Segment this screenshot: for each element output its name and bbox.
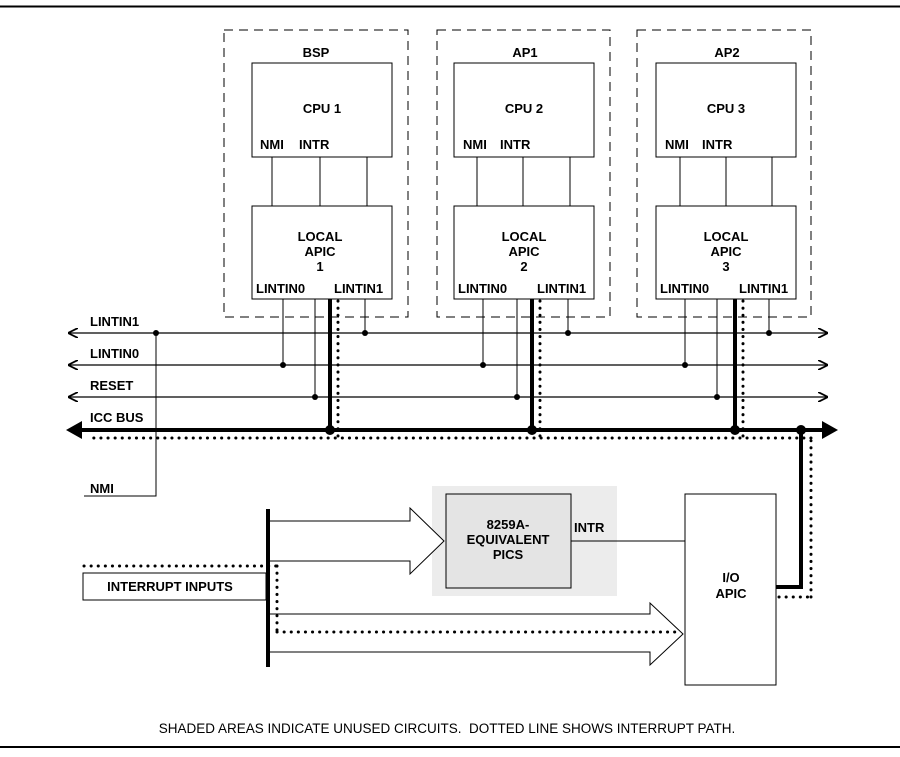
local-apic-box: [251, 205, 393, 300]
intr-pin-label: INTR: [702, 137, 733, 152]
cpu-box: [251, 62, 393, 158]
processor-group-ap2: AP2 CPU 3 NMI INTR LOCAL APIC 3 LINTIN0 …: [636, 29, 812, 318]
apic-label-line2: APIC: [508, 244, 540, 259]
intr-pin-label: INTR: [500, 137, 531, 152]
cpu-label: CPU 3: [707, 101, 745, 116]
apic-label-line2: APIC: [710, 244, 742, 259]
bus-label-lintin1: LINTIN1: [90, 314, 139, 329]
interrupt-inputs-box: [82, 572, 267, 601]
bus-label-lintin0: LINTIN0: [90, 346, 139, 361]
arrow-to-io-apic: [270, 601, 684, 667]
pic-box: [445, 493, 572, 589]
nmi-pin-label: NMI: [260, 137, 284, 152]
nmi-line: [84, 333, 157, 497]
bus-label-icc: ICC BUS: [90, 410, 144, 425]
bus-label-nmi: NMI: [90, 481, 114, 496]
bus-lines: LINTIN1 LINTIN0 RESET ICC BUS NMI: [66, 314, 838, 497]
interrupt-inputs-label: INTERRUPT INPUTS: [107, 579, 233, 594]
group-dashed-box: [436, 29, 611, 318]
local-apic-box: [655, 205, 797, 300]
io-apic-icc-connection: [776, 430, 803, 589]
nmi-pin-label: NMI: [665, 137, 689, 152]
apic-label-line1: LOCAL: [298, 229, 343, 244]
group-label: AP2: [714, 45, 739, 60]
io-apic-box: [684, 493, 777, 686]
pic-intr-label: INTR: [574, 520, 605, 535]
apic-connections: [282, 299, 770, 430]
lintin0-pin-label: LINTIN0: [458, 281, 507, 296]
group-label: AP1: [512, 45, 537, 60]
io-apic-label-line2: APIC: [715, 586, 747, 601]
pic-label-line3: PICS: [493, 547, 524, 562]
apic-label-line3: 3: [722, 259, 729, 274]
lintin1-pin-label: LINTIN1: [739, 281, 788, 296]
cpu-box: [453, 62, 595, 158]
lintin1-pin-label: LINTIN1: [334, 281, 383, 296]
junction-dots: [280, 330, 806, 435]
intr-pin-label: INTR: [299, 137, 330, 152]
arrow-to-pic: [270, 506, 445, 576]
lintin1-pin-label: LINTIN1: [537, 281, 586, 296]
figure-caption: SHADED AREAS INDICATE UNUSED CIRCUITS. D…: [159, 721, 736, 736]
io-apic-label-line1: I/O: [722, 570, 739, 585]
cpu-label: CPU 1: [303, 101, 341, 116]
group-dashed-box: [636, 29, 812, 318]
pic-label-line1: 8259A-: [487, 517, 530, 532]
local-apic-box: [453, 205, 595, 300]
cpu-label: CPU 2: [505, 101, 543, 116]
lintin0-pin-label: LINTIN0: [256, 281, 305, 296]
apic-label-line1: LOCAL: [704, 229, 749, 244]
apic-label-line3: 2: [520, 259, 527, 274]
icc-bus-arrowhead-left: [66, 421, 82, 439]
apic-label-line1: LOCAL: [502, 229, 547, 244]
pic-label-line2: EQUIVALENT: [467, 532, 550, 547]
processor-group-ap1: AP1 CPU 2 NMI INTR LOCAL APIC 2 LINTIN0 …: [436, 29, 611, 318]
bus-label-reset: RESET: [90, 378, 133, 393]
group-dashed-box: [223, 29, 409, 318]
group-label: BSP: [303, 45, 330, 60]
apic-label-line2: APIC: [304, 244, 336, 259]
nmi-pin-label: NMI: [463, 137, 487, 152]
icc-bus-arrowhead-right: [822, 421, 838, 439]
cpu-box: [655, 62, 797, 158]
lintin0-pin-label: LINTIN0: [660, 281, 709, 296]
apic-label-line3: 1: [316, 259, 323, 274]
processor-group-bsp: BSP CPU 1 NMI INTR LOCAL APIC 1 LINTIN0 …: [223, 29, 409, 318]
interrupt-path-dotted: [82, 297, 813, 634]
